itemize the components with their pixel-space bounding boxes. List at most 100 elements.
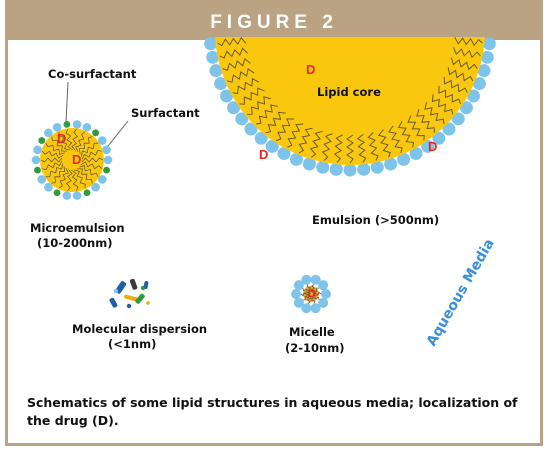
- micelle-tail: [312, 287, 320, 295]
- micelle-tail: [310, 284, 315, 293]
- emulsion-label: Emulsion (>500nm): [312, 213, 439, 227]
- surfactant-head: [204, 37, 218, 51]
- surfactant-tail: [58, 168, 69, 189]
- microemulsion-label: Microemulsion: [30, 221, 125, 235]
- micelle-tails: [300, 284, 322, 304]
- surfactant-head: [37, 175, 47, 184]
- surfactant-tail: [217, 27, 245, 33]
- lipid-core-label: Lipid core: [317, 85, 381, 99]
- micelle-tail: [302, 293, 310, 301]
- aqueous-media-label: Aqueous Media: [424, 236, 498, 349]
- surfactant-tail: [455, 27, 483, 33]
- micelle-tail: [306, 284, 312, 292]
- micelle-heads: [291, 274, 331, 314]
- co-surfactant-head: [92, 129, 99, 137]
- surfactant-head: [103, 155, 113, 165]
- surfactant-head: [97, 136, 107, 145]
- surfactant-head: [102, 145, 111, 155]
- surfactant-tail: [452, 2, 480, 12]
- surfactant-tail: [333, 134, 343, 163]
- surfactant-head: [206, 50, 220, 64]
- surfactant-head: [482, 37, 496, 51]
- surfactant-tail: [71, 169, 79, 191]
- emulsion-lipid-core: [215, 37, 485, 165]
- micelle-head: [291, 289, 301, 299]
- surfactant-tail: [287, 123, 304, 148]
- co-surfactant-head: [34, 166, 41, 174]
- micelle-tail: [300, 291, 310, 297]
- surfactant-tail: [75, 131, 86, 152]
- micelle-head: [318, 280, 329, 291]
- surfactant-head: [343, 163, 357, 177]
- co-surfactant-pointer: [65, 81, 69, 123]
- surfactant-head: [289, 152, 303, 166]
- surfactant-head: [72, 120, 82, 129]
- surfactant-head: [472, 77, 486, 91]
- surfactant-head: [97, 175, 107, 184]
- surfactant-head: [72, 191, 82, 200]
- surfactant-tail: [424, 102, 445, 125]
- surfactant-tail: [217, 37, 247, 47]
- surfactant-head: [421, 139, 435, 153]
- surfactant-tail: [226, 68, 255, 83]
- surfactant-head: [432, 131, 446, 145]
- surfactant-tail: [218, 15, 246, 23]
- surfactant-tail: [222, 57, 251, 71]
- molecular-dispersion-label: Molecular dispersion: [72, 322, 207, 336]
- micelle-head: [310, 303, 321, 314]
- surfactant-head: [357, 162, 371, 176]
- surfactant-tail: [265, 111, 286, 134]
- surfactant-tail: [220, 3, 247, 13]
- micelle-tail: [312, 291, 322, 297]
- micelle-tail: [302, 287, 311, 294]
- micelle: [291, 274, 331, 314]
- surfactant-tail: [51, 136, 67, 152]
- surfactant-head: [409, 146, 423, 160]
- micelle-tail: [311, 294, 320, 301]
- surfactant-tail: [443, 76, 468, 93]
- micelle-head: [293, 280, 304, 291]
- surfactant-tail: [447, 67, 474, 82]
- surfactant-head: [484, 24, 497, 37]
- surfactant-tail: [42, 160, 63, 171]
- surfactant-tail: [346, 134, 354, 164]
- micelle-head: [310, 274, 321, 285]
- surfactant-head: [209, 64, 223, 78]
- surfactant-head: [477, 64, 491, 78]
- surfactant-tail: [65, 169, 73, 191]
- surfactant-tail: [40, 157, 63, 163]
- surfactant-head: [44, 128, 53, 138]
- surfactant-tail: [450, 57, 478, 71]
- surfactant-tail: [407, 115, 425, 141]
- surfactant-head: [82, 122, 92, 132]
- surfactant-tail: [81, 142, 99, 157]
- surfactant-tail: [77, 168, 93, 184]
- surfactant-head: [214, 77, 228, 91]
- surfactant-tail: [431, 94, 454, 115]
- surfactant-tail: [42, 150, 64, 159]
- surfactant-head: [277, 146, 291, 160]
- co-surfactant-head: [83, 189, 91, 197]
- micelle-head: [293, 297, 304, 308]
- surfactant-head: [220, 89, 234, 103]
- micelle-size-label: (2-10nm): [285, 341, 344, 355]
- micelle-tail: [310, 296, 316, 304]
- micelle-tail: [307, 295, 312, 304]
- surfactant-tail: [247, 96, 271, 115]
- microemulsion-interface: [31, 120, 113, 200]
- surfactant-tail: [223, 0, 249, 2]
- molecular-dispersion-icon: [109, 278, 150, 309]
- surfactant-tail: [51, 166, 66, 184]
- emulsion-surfactant-layer: [204, 24, 497, 177]
- micelle-label: Micelle: [289, 325, 335, 339]
- micelle-head: [321, 289, 331, 299]
- emulsion-droplet: [204, 0, 497, 177]
- emulsion-drug-left: D: [259, 147, 268, 162]
- micelle-head: [301, 303, 312, 314]
- surfactant-head: [227, 101, 241, 115]
- co-surfactant-head: [103, 166, 110, 174]
- surfactant-tail: [298, 127, 313, 154]
- emulsion-drug-right: D: [428, 139, 437, 154]
- surfactant-tail: [453, 47, 481, 59]
